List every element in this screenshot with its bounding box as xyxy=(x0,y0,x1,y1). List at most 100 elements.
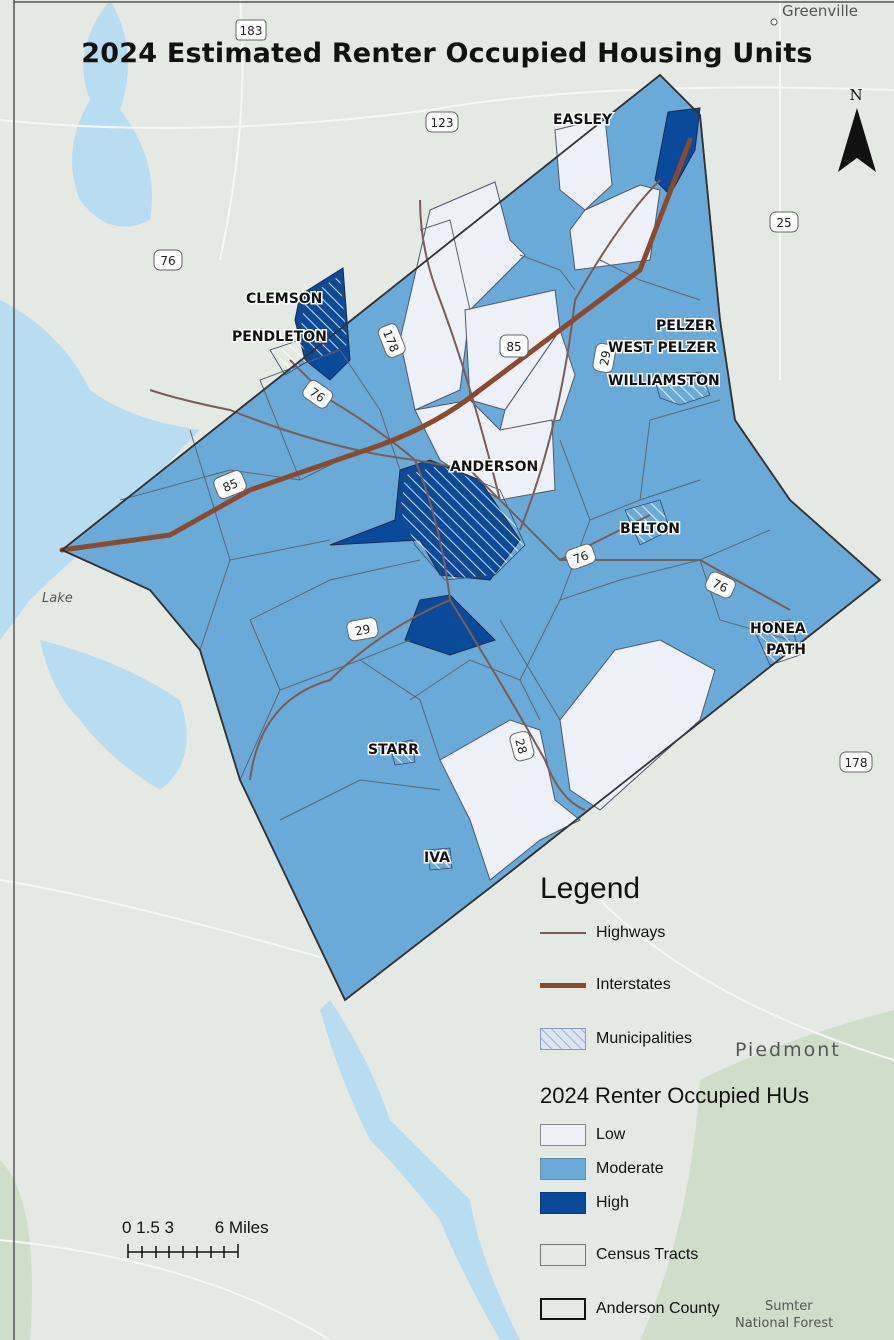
town-clemson: CLEMSON xyxy=(246,291,322,307)
legend-label-highways: Highways xyxy=(596,924,666,941)
town-iva: IVA xyxy=(424,850,450,866)
north-arrow: N xyxy=(836,84,880,174)
legend-subtitle: 2024 Renter Occupied HUs xyxy=(540,1083,810,1108)
town-anderson: ANDERSON xyxy=(450,459,538,475)
svg-text:183: 183 xyxy=(240,24,263,38)
muni-clemson xyxy=(299,274,349,359)
town-pelzer: PELZER xyxy=(656,318,715,334)
legend-item-census-tracts: Census Tracts xyxy=(540,1244,698,1266)
county-outline xyxy=(60,73,882,1002)
svg-text:85: 85 xyxy=(221,476,240,495)
svg-text:29: 29 xyxy=(354,622,371,638)
town-easley: EASLEY xyxy=(553,112,613,128)
greenville-dot xyxy=(770,18,778,26)
lake-secession xyxy=(40,640,187,790)
town-honea: HONEA xyxy=(750,621,806,637)
town-path: PATH xyxy=(766,642,806,658)
shield-183: 183 xyxy=(235,19,267,41)
legend-label-low: Low xyxy=(596,1126,626,1143)
county-swatch xyxy=(540,1298,586,1320)
shield-178-north: 178 xyxy=(377,323,406,358)
shield-76-east: 76 xyxy=(705,571,736,599)
town-belton: BELTON xyxy=(620,521,680,537)
interstate-85 xyxy=(59,137,693,553)
lake-hartwell xyxy=(0,300,200,640)
muni-iva xyxy=(427,847,453,871)
shield-29-north: 29 xyxy=(592,342,617,374)
legend-item-highways: Highways xyxy=(540,922,665,944)
scale-bar-labels: 0 1.5 3 6 Miles xyxy=(122,1218,269,1238)
shield-85-north: 85 xyxy=(499,334,529,358)
route-shields: 183 123 76 25 178 85 29 76 xyxy=(153,19,873,773)
svg-text:76: 76 xyxy=(571,548,590,566)
svg-text:29: 29 xyxy=(597,349,613,366)
shield-76-pendleton: 76 xyxy=(302,379,334,409)
north-arrow-label: N xyxy=(849,86,862,104)
legend-label-municipalities: Municipalities xyxy=(596,1030,693,1047)
lake-russell xyxy=(320,1000,520,1340)
municipality-hatch-icon xyxy=(540,1028,586,1050)
low-tracts xyxy=(399,117,716,881)
label-greenville: Greenville xyxy=(782,2,858,20)
legend-label-interstates: Interstates xyxy=(596,976,671,993)
shield-29-south: 29 xyxy=(346,617,379,642)
label-lake: Lake xyxy=(42,591,73,606)
shield-85-west: 85 xyxy=(213,470,247,500)
legend-item-moderate: Moderate xyxy=(540,1158,664,1180)
scale-ticks-label: 0 1.5 3 xyxy=(122,1218,174,1237)
census-tract-swatch xyxy=(540,1244,586,1266)
shield-76-west: 76 xyxy=(153,249,183,271)
legend-label-moderate: Moderate xyxy=(596,1160,664,1177)
muni-pendleton xyxy=(269,339,311,376)
legend-label-census-tracts: Census Tracts xyxy=(596,1246,699,1263)
shield-76-belton: 76 xyxy=(565,543,596,570)
svg-text:25: 25 xyxy=(776,216,791,230)
legend-item-municipalities: Municipalities xyxy=(540,1028,692,1050)
north-arrow-icon xyxy=(838,108,876,172)
tract-anderson-north xyxy=(499,328,576,431)
svg-text:85: 85 xyxy=(506,340,521,354)
high-swatch xyxy=(540,1192,586,1214)
forest-area-west xyxy=(0,1160,32,1340)
svg-text:76: 76 xyxy=(160,254,175,268)
label-national-forest: National Forest xyxy=(735,1316,833,1331)
legend-item-interstates: Interstates xyxy=(540,974,671,996)
lake-keowee xyxy=(72,0,152,227)
tract-easley-west xyxy=(554,117,613,211)
legend-item-county: Anderson County xyxy=(540,1298,720,1320)
shield-28: 28 xyxy=(509,730,535,762)
town-williamston: WILLIAMSTON xyxy=(608,373,720,389)
highway-line-icon xyxy=(540,922,586,944)
town-starr: STARR xyxy=(368,742,419,758)
shield-25: 25 xyxy=(769,211,799,233)
muni-williamston xyxy=(654,371,711,406)
legend-item-high: High xyxy=(540,1192,629,1214)
shield-123: 123 xyxy=(425,111,459,133)
legend-title: Legend xyxy=(540,872,641,905)
scale-bar xyxy=(127,1244,239,1258)
legend-label-county: Anderson County xyxy=(596,1300,720,1317)
muni-starr xyxy=(389,739,416,766)
svg-text:123: 123 xyxy=(431,116,454,130)
svg-text:178: 178 xyxy=(845,756,868,770)
low-swatch xyxy=(540,1124,586,1146)
town-pendleton: PENDLETON xyxy=(232,329,327,345)
legend-label-high: High xyxy=(596,1194,629,1211)
interstate-line-icon xyxy=(540,974,586,996)
label-sumter: Sumter xyxy=(765,1299,813,1314)
town-labels: EASLEY CLEMSON PENDLETON PELZER WEST PEL… xyxy=(231,111,808,868)
highways xyxy=(149,179,791,811)
tract-southeast-1 xyxy=(559,639,716,811)
census-tract-lines xyxy=(119,219,791,821)
legend-item-low: Low xyxy=(540,1124,625,1146)
shield-178-east: 178 xyxy=(839,751,873,773)
label-piedmont: Piedmont xyxy=(735,1039,841,1061)
moderate-swatch xyxy=(540,1158,586,1180)
map-title: 2024 Estimated Renter Occupied Housing U… xyxy=(81,38,813,69)
scale-miles-label: 6 Miles xyxy=(214,1218,269,1237)
svg-text:28: 28 xyxy=(512,737,529,755)
svg-text:76: 76 xyxy=(710,576,730,595)
